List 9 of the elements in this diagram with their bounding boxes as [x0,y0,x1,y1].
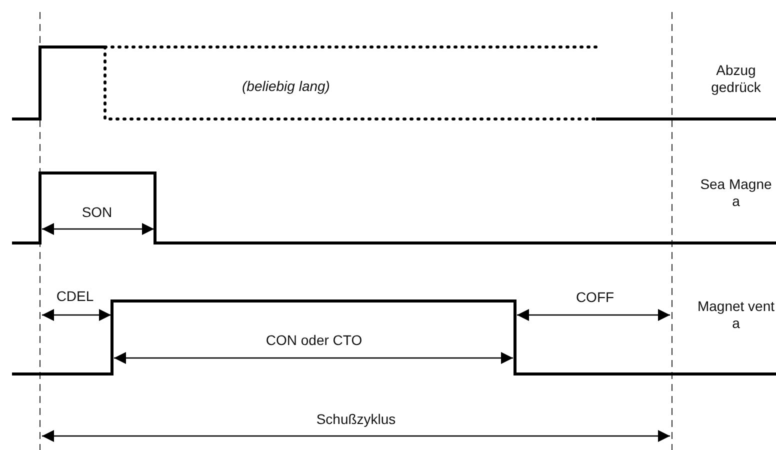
note-text: (beliebig lang) [242,78,330,95]
dimension-label: CON oder CTO [266,332,362,349]
signal-label: Abzug gedrück [710,62,762,96]
signal-label: Magnet vent a [696,298,776,332]
signal-label: Sea Magne a [699,176,773,210]
dimension-label: Schußzyklus [316,411,396,428]
dimension-label: CDEL [56,288,94,305]
dimension-label: SON [82,204,112,221]
dimension-label: COFF [576,289,614,306]
